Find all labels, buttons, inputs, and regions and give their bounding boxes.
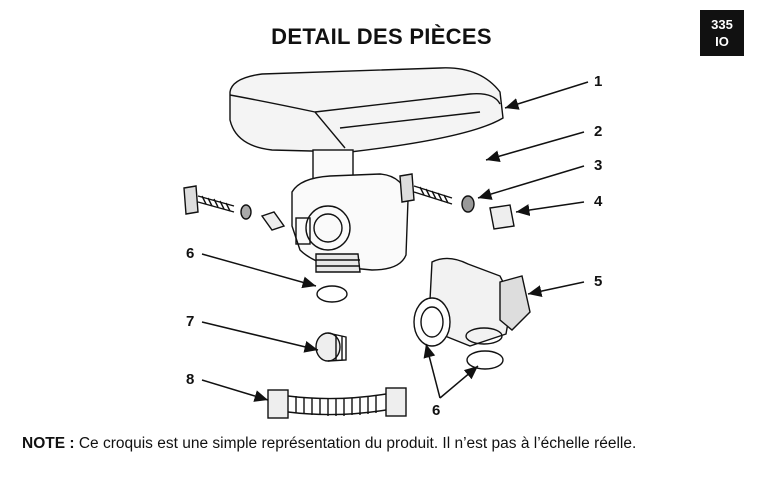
callout-7: 7 — [186, 313, 195, 330]
callout-4: 4 — [594, 193, 603, 210]
o-ring-part-2 — [466, 350, 504, 370]
callout-1: 1 — [594, 73, 603, 90]
hose-part — [267, 387, 407, 419]
clip-part — [489, 204, 515, 230]
page-title: DETAIL DES PIÈCES — [271, 24, 492, 49]
callout-2: 2 — [594, 123, 603, 140]
o-ring-part — [316, 285, 348, 303]
parts-diagram — [183, 67, 589, 419]
model-suffix: IO — [715, 34, 729, 49]
right-screw-part — [399, 173, 453, 205]
callout-6-bypass: 6 — [432, 402, 441, 419]
note-paragraph: NOTE : Ce croquis est une simple représe… — [22, 432, 752, 455]
lid-part — [229, 67, 504, 153]
bypass-valve-part — [413, 257, 531, 347]
note-text: Ce croquis est une simple représentation… — [74, 435, 637, 452]
valve-body-part — [291, 149, 409, 273]
model-badge: 335 IO — [700, 10, 744, 56]
adapter-part — [315, 332, 347, 362]
model-number: 335 — [711, 17, 733, 32]
callout-8: 8 — [186, 371, 195, 388]
left-screw-assembly — [183, 185, 286, 231]
note-label: NOTE : — [22, 435, 75, 452]
washer-part — [461, 195, 475, 213]
callout-3: 3 — [594, 157, 603, 174]
callout-5: 5 — [594, 273, 603, 290]
callout-6: 6 — [186, 245, 195, 262]
